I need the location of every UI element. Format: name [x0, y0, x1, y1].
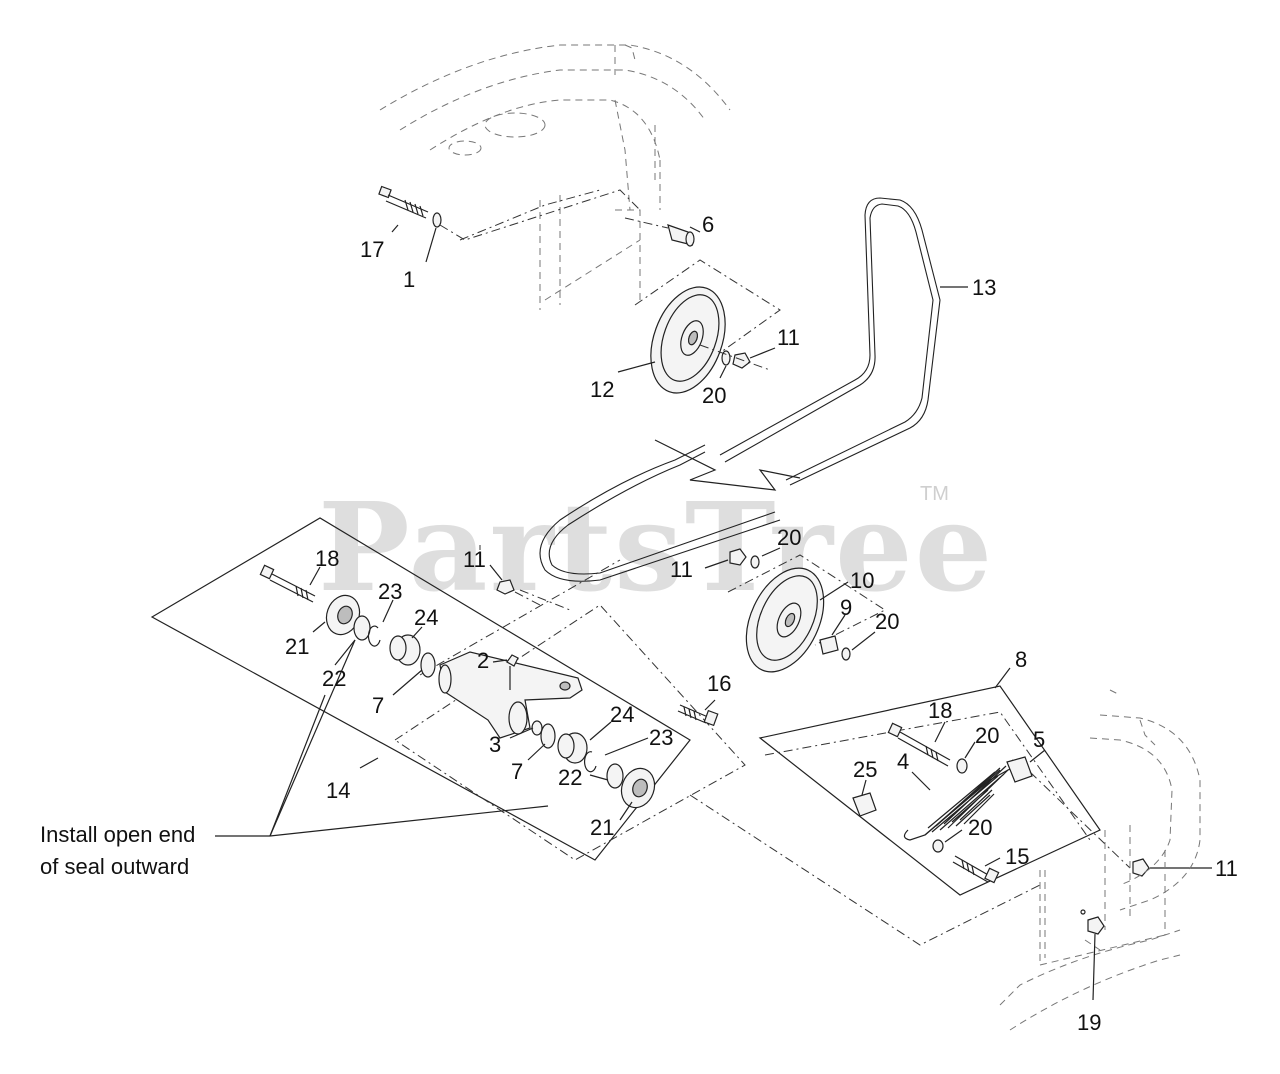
spacer-5	[1006, 756, 1033, 783]
callout-10: 10	[850, 568, 874, 593]
seal-22-left	[353, 615, 371, 641]
callout-18-right: 18	[928, 698, 952, 723]
callout-11-upper: 11	[777, 325, 800, 350]
bearing-24-left	[389, 634, 421, 666]
callout-5: 5	[1033, 727, 1045, 752]
bearing-24-right	[557, 732, 588, 764]
spacer-25	[852, 792, 877, 817]
washer-20-upper	[721, 350, 731, 366]
bolt-15	[952, 855, 1000, 884]
callout-11-plate: 11	[463, 547, 486, 572]
frame-edge-upper	[439, 189, 641, 241]
callout-18-left: 18	[315, 546, 339, 571]
callout-20-mid: 20	[777, 525, 801, 550]
callout-16: 16	[707, 671, 731, 696]
callout-7-right: 7	[511, 759, 523, 784]
callout-17: 17	[360, 237, 384, 262]
idler-pulley-10	[745, 567, 825, 673]
grease-fitting-2	[506, 654, 519, 667]
idler-arm-14	[438, 651, 583, 739]
callout-20-spring-top: 20	[975, 723, 999, 748]
snap-ring-23-right	[583, 751, 597, 773]
spacer-6	[667, 224, 695, 247]
callout-23-left: 23	[378, 579, 402, 604]
extension-spring-4	[903, 759, 1016, 841]
idler-pulley-12	[650, 286, 726, 394]
callout-4: 4	[897, 749, 909, 774]
callout-6: 6	[702, 212, 714, 237]
bolt-18-right	[887, 722, 951, 767]
nut-11-plate	[496, 579, 515, 595]
callout-3: 3	[489, 732, 501, 757]
callout-labels: 17 1 6 13 11 12 20 20 11 10 9 20 18 11 2…	[285, 212, 1238, 1035]
washer-1	[432, 212, 442, 228]
spacer-9	[819, 635, 839, 655]
callout-21-left: 21	[285, 634, 309, 659]
callout-2: 2	[477, 648, 489, 673]
callout-20-spring-bottom: 20	[968, 815, 992, 840]
washer-20-mid	[750, 555, 760, 569]
callout-22-right: 22	[558, 765, 582, 790]
seal-note-line2: of seal outward	[40, 854, 189, 879]
callout-9: 9	[840, 595, 852, 620]
snap-ring-23-left	[367, 625, 381, 647]
callout-15: 15	[1005, 844, 1029, 869]
seal-note-leaders	[215, 639, 549, 837]
washer-20-spring-top	[956, 758, 968, 774]
callout-19: 19	[1077, 1010, 1101, 1035]
callout-11-mid: 11	[670, 557, 693, 582]
callout-11-right: 11	[1215, 856, 1238, 881]
idler-arm-plate-14	[150, 517, 691, 861]
callout-20-upper: 20	[702, 383, 726, 408]
callout-13: 13	[972, 275, 996, 300]
callout-8: 8	[1015, 647, 1027, 672]
callout-12: 12	[590, 377, 614, 402]
nut-11-mid	[729, 548, 747, 566]
seal-22-right	[606, 763, 624, 789]
callout-23-right: 23	[649, 725, 673, 750]
nut-11-upper	[732, 352, 751, 369]
belt-break-mark	[654, 439, 801, 491]
watermark-brand: PartsTree	[318, 475, 994, 619]
nut-11-right	[1132, 858, 1150, 877]
fitting-3	[531, 720, 543, 736]
bolt-16	[677, 704, 719, 727]
frame-outline-lower	[999, 689, 1201, 1031]
washer-20-lower	[841, 647, 851, 661]
bolt-17	[378, 185, 429, 219]
callout-7-left: 7	[372, 693, 384, 718]
washer-20-spring-bottom	[932, 839, 944, 853]
watermark-trademark: TM	[920, 483, 949, 505]
belt-13	[539, 197, 941, 582]
callout-22-left: 22	[322, 666, 346, 691]
callout-21-right: 21	[590, 815, 614, 840]
o-ring-7-right	[540, 723, 556, 749]
callout-25: 25	[853, 757, 877, 782]
callout-24-left: 24	[414, 605, 438, 630]
callout-20-lower: 20	[875, 609, 899, 634]
callout-1: 1	[403, 267, 415, 292]
o-ring-7-left	[420, 652, 436, 678]
nut-19	[1087, 916, 1105, 935]
spring-bracket-8	[758, 685, 1101, 896]
frame-outline-upper	[379, 44, 731, 310]
callout-14: 14	[326, 778, 350, 803]
bolt-18-left	[259, 564, 316, 603]
seal-note-line1: Install open end	[40, 822, 195, 847]
callout-24-right: 24	[610, 702, 634, 727]
